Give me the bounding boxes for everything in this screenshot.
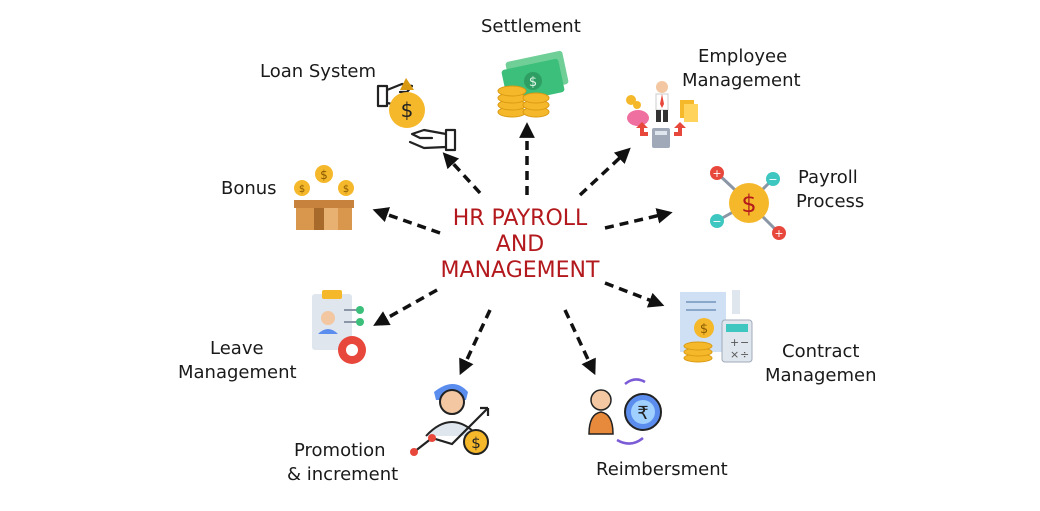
svg-text:$: $ bbox=[741, 190, 756, 218]
bonus-box-icon: $ $ $ bbox=[294, 165, 354, 230]
loan-system-label: Loan System bbox=[260, 61, 377, 82]
contract-management-label-line2: Managemen bbox=[765, 365, 877, 386]
leave-management-label-line1: Leave bbox=[210, 338, 264, 359]
employee-management-label-line2: Management bbox=[682, 70, 801, 91]
bonus-label: Bonus bbox=[221, 178, 277, 199]
arrow-to-payroll-process bbox=[604, 208, 673, 230]
svg-text:$: $ bbox=[320, 168, 328, 182]
svg-text:+: + bbox=[774, 227, 783, 240]
svg-text:$: $ bbox=[343, 184, 349, 195]
cash-coins-icon: $ bbox=[497, 50, 569, 118]
svg-text:÷: ÷ bbox=[740, 348, 749, 361]
arrow-to-loan-system bbox=[442, 152, 482, 195]
promotion-growth-icon: $ bbox=[410, 384, 490, 456]
arrow-to-contract-management bbox=[604, 281, 665, 308]
svg-text:+: + bbox=[730, 336, 739, 349]
svg-text:−: − bbox=[768, 173, 777, 186]
leave-management-label-line2: Management bbox=[178, 362, 297, 383]
svg-text:+: + bbox=[712, 167, 721, 180]
reimbersment-label: Reimbersment bbox=[596, 459, 728, 480]
settlement-label: Settlement bbox=[481, 16, 581, 37]
arrow-to-promotion bbox=[459, 309, 492, 376]
promotion-label-line2: & increment bbox=[287, 464, 399, 485]
contract-management-label-line1: Contract bbox=[782, 341, 860, 362]
arrow-to-employee-management bbox=[578, 147, 631, 197]
arrow-to-leave-management bbox=[373, 288, 438, 326]
center-title-line3: MANAGEMENT bbox=[440, 258, 600, 283]
svg-text:$: $ bbox=[299, 184, 305, 195]
rupee-exchange-icon: ₹ bbox=[588, 378, 662, 445]
clipboard-gear-icon bbox=[312, 290, 366, 364]
center-title-line1: HR PAYROLL bbox=[452, 206, 588, 231]
svg-text:₹: ₹ bbox=[637, 403, 648, 424]
arrow-to-reimbersment bbox=[563, 309, 596, 376]
contract-calculator-icon: $ + − × ÷ bbox=[680, 290, 753, 363]
promotion-label-line1: Promotion bbox=[294, 440, 386, 461]
payroll-process-label-line1: Payroll bbox=[798, 167, 858, 188]
center-title-line2: AND bbox=[495, 232, 545, 257]
employee-management-label-line1: Employee bbox=[698, 46, 788, 67]
dollar-network-icon: $ + − − + bbox=[710, 166, 786, 240]
svg-text:−: − bbox=[740, 336, 749, 349]
payroll-process-label-line2: Process bbox=[796, 191, 865, 212]
arrow-to-bonus bbox=[372, 207, 441, 235]
svg-text:−: − bbox=[712, 215, 721, 228]
center-title: HR PAYROLL AND MANAGEMENT bbox=[420, 206, 620, 284]
svg-text:$: $ bbox=[401, 98, 414, 122]
svg-text:$: $ bbox=[700, 322, 708, 337]
svg-text:×: × bbox=[730, 348, 739, 361]
svg-text:$: $ bbox=[471, 434, 481, 452]
loan-hand-icon: $ bbox=[376, 78, 457, 152]
svg-text:$: $ bbox=[529, 75, 537, 90]
employee-management-icon bbox=[626, 81, 698, 148]
